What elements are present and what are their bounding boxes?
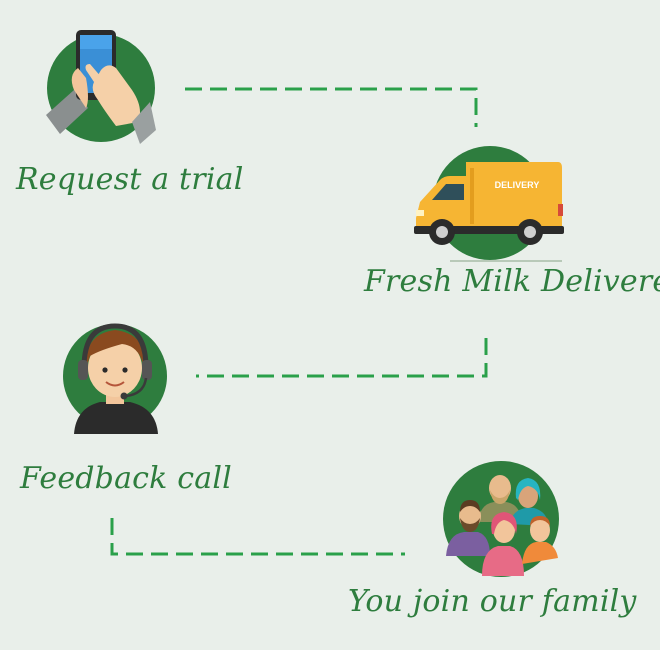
step-label-fresh-milk-delivered: Fresh Milk Delivered bbox=[364, 264, 660, 299]
phone-tap-icon bbox=[46, 30, 156, 150]
family-group-icon bbox=[440, 460, 562, 578]
step-label-feedback-call: Feedback call bbox=[20, 461, 232, 496]
step-label-request-trial: Request a trial bbox=[16, 162, 244, 197]
step-label-you-join-our-family: You join our family bbox=[348, 584, 637, 619]
connector-step3-to-step4 bbox=[112, 518, 405, 554]
connector-step2-to-step3 bbox=[196, 338, 486, 376]
support-agent-icon bbox=[60, 316, 170, 434]
delivery-van-icon: DELIVERY bbox=[410, 146, 570, 262]
connector-step1-to-step2 bbox=[185, 89, 476, 127]
van-label: DELIVERY bbox=[495, 180, 540, 190]
